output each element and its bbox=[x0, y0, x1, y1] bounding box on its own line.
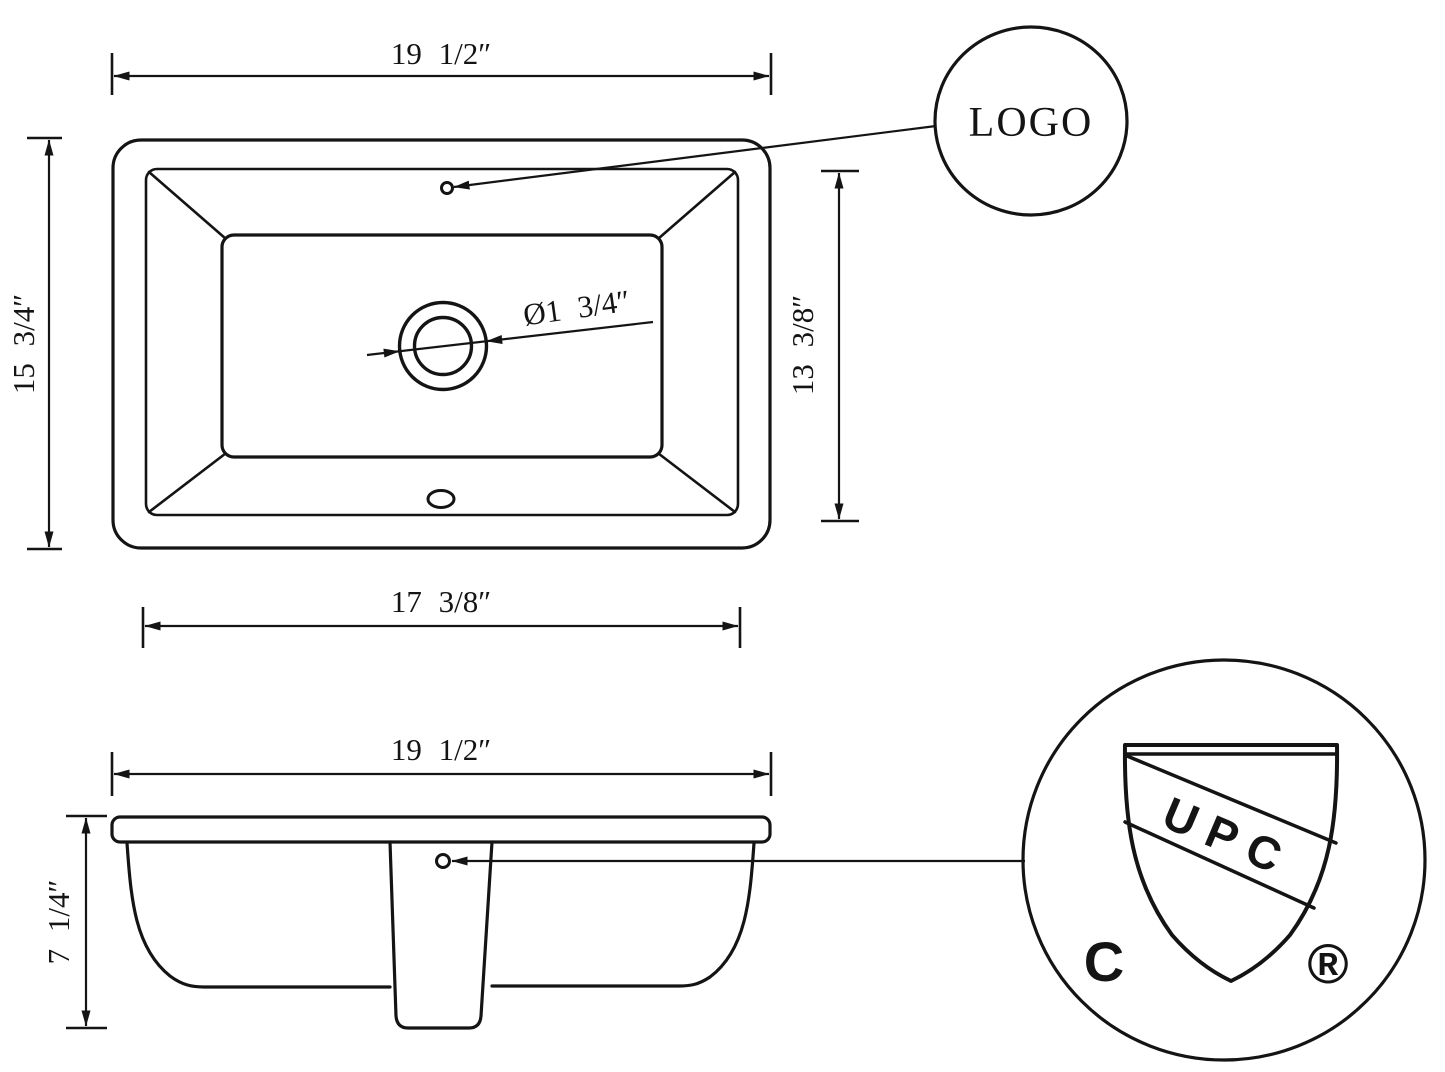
logo-leader-line bbox=[453, 124, 937, 190]
drain-tailpiece-outline bbox=[388, 840, 494, 1030]
drain-outer-circle bbox=[397, 300, 489, 392]
basin-wall-left bbox=[125, 841, 392, 989]
logo-callout-circle bbox=[933, 25, 1129, 217]
basin-chamfer-line-bottom-left bbox=[147, 452, 227, 514]
logo-label: LOGO bbox=[969, 100, 1094, 146]
upc-shield-label: UPC bbox=[1156, 787, 1302, 888]
upc-shield-icon: UPC bbox=[1122, 743, 1340, 983]
dim-label-top-overall-width: 19 1/2″ bbox=[391, 36, 491, 71]
overflow-hole-top bbox=[440, 181, 454, 195]
dim-front-overall-width: 19 1/2″ bbox=[110, 732, 773, 796]
upc-registered-label: ® bbox=[1307, 932, 1348, 995]
drain-dim-arrow-left bbox=[383, 348, 400, 358]
upc-shield-outline bbox=[1122, 743, 1340, 983]
sink-inner-rim-outline bbox=[144, 167, 740, 517]
front-view bbox=[110, 815, 772, 1030]
drain-dim-arrow-right bbox=[486, 335, 503, 344]
overflow-hole-front bbox=[435, 853, 451, 869]
upc-shield-band-upper-line bbox=[1125, 754, 1338, 845]
dim-label-bowl-depth: 13 3/8″ bbox=[785, 295, 820, 395]
dim-top-overall-width: 19 1/2″ bbox=[110, 36, 773, 95]
upc-shield-band-lower-line bbox=[1123, 820, 1316, 910]
dim-label-drain-diameter: Ø1 3/4″ bbox=[521, 283, 632, 333]
rim-deck-outline bbox=[110, 815, 772, 844]
overflow-hole-bottom-wall bbox=[426, 489, 456, 509]
dim-label-bowl-width: 17 3/8″ bbox=[391, 584, 491, 619]
drain-inner-circle bbox=[412, 315, 474, 377]
basin-bottom-outline bbox=[220, 233, 664, 459]
dim-label-front-overall-height: 7 1/4″ bbox=[41, 880, 76, 965]
top-view bbox=[111, 138, 772, 550]
upc-callout: UPC C ® bbox=[451, 658, 1427, 1062]
dim-bowl-width: 17 3/8″ bbox=[141, 584, 742, 648]
dim-top-overall-depth: 15 3/4″ bbox=[6, 136, 62, 551]
dim-front-overall-height: 7 1/4″ bbox=[41, 814, 107, 1030]
basin-chamfer-line-top-right bbox=[657, 170, 737, 240]
dim-drain-diameter: Ø1 3/4″ bbox=[366, 283, 654, 358]
drain-dimension-line bbox=[366, 320, 654, 357]
dim-label-top-overall-depth: 15 3/4″ bbox=[6, 294, 41, 394]
basin-chamfer-line-bottom-right bbox=[657, 452, 737, 514]
dim-bowl-depth: 13 3/8″ bbox=[785, 169, 859, 523]
basin-wall-right bbox=[490, 841, 756, 988]
dim-label-front-overall-width: 19 1/2″ bbox=[391, 732, 491, 767]
basin-chamfer-line-top-left bbox=[147, 170, 227, 240]
upc-callout-circle bbox=[1021, 658, 1427, 1062]
logo-callout: LOGO bbox=[453, 25, 1129, 217]
sink-outer-rim-outline bbox=[111, 138, 772, 550]
upc-c-label: C bbox=[1084, 930, 1124, 993]
